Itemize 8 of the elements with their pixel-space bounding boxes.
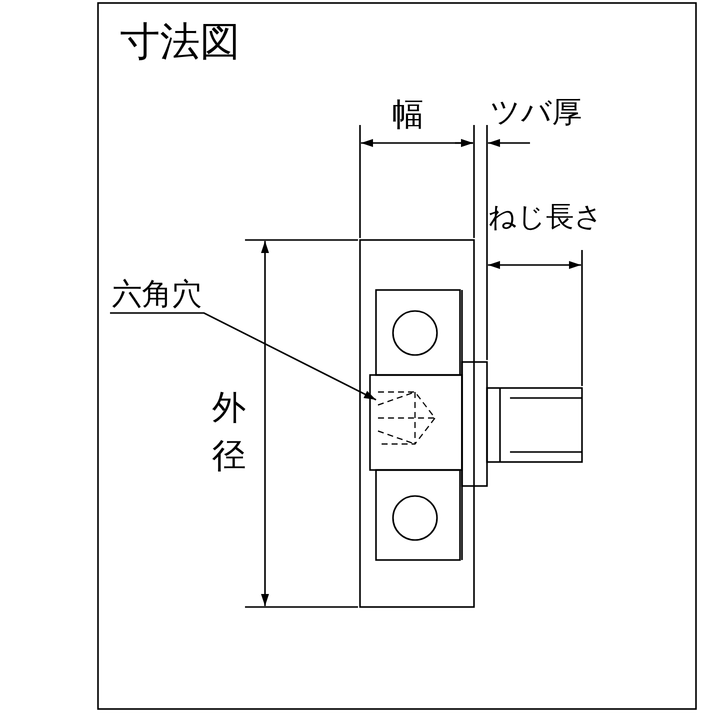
dimension-label: 幅 [392,98,424,130]
dimension-label: 外径 [212,387,247,478]
dimension-label: ねじ長さ [488,203,603,231]
leader-line [110,312,376,401]
callout-label: 六角穴 [112,280,202,310]
drawing-title: 寸法図 [120,22,240,62]
dimension-label: ツバ厚 [490,98,582,128]
hex-socket [377,391,436,445]
